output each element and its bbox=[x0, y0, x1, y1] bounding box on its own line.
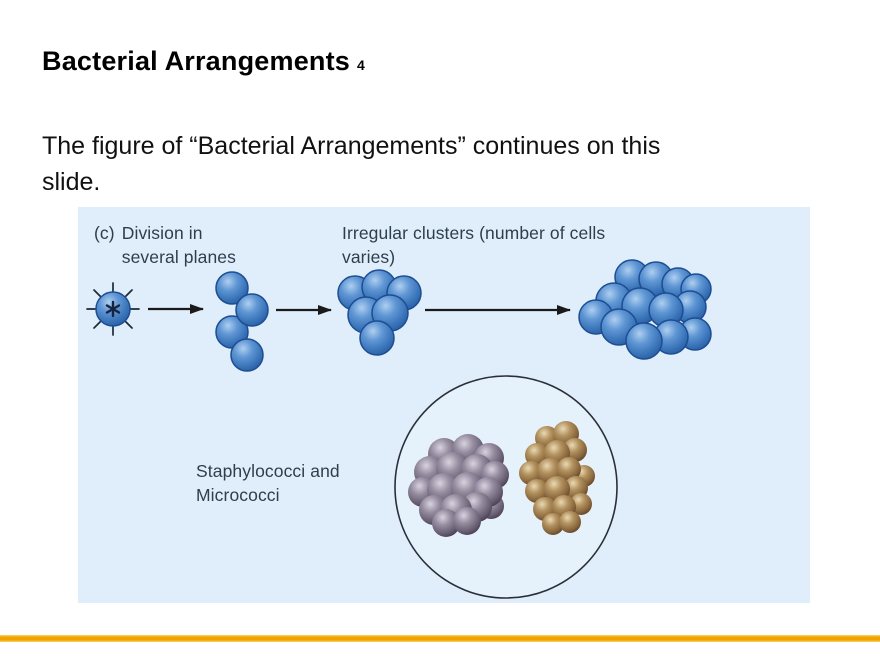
irregular-line-1: Irregular clusters (number of cells bbox=[342, 223, 606, 243]
bottom-accent-bar bbox=[0, 635, 880, 642]
figure-diagram bbox=[86, 259, 712, 599]
micrococci-brown-cluster-icon bbox=[519, 421, 595, 535]
six-cell-cluster-icon bbox=[337, 269, 422, 356]
staphylococci-label: Staphylococci and Micrococci bbox=[196, 459, 340, 507]
single-cell-with-spikes-icon bbox=[86, 282, 140, 336]
division-line-2: several planes bbox=[121, 247, 236, 267]
body-text: The figure of “Bacterial Arrangements” c… bbox=[42, 128, 660, 200]
large-cell-cluster-icon bbox=[578, 259, 712, 360]
body-line-2: slide. bbox=[42, 168, 101, 196]
irregular-line-2: varies) bbox=[342, 247, 396, 267]
figure-panel: (c) Division in several planes Irregular… bbox=[78, 207, 810, 603]
panel-letter: (c) bbox=[94, 223, 115, 243]
body-line-1: The figure of “Bacterial Arrangements” c… bbox=[42, 132, 661, 160]
staphylococci-purple-cluster-icon bbox=[408, 434, 509, 537]
irregular-clusters-label: Irregular clusters (number of cells vari… bbox=[342, 221, 605, 269]
page-title: Bacterial Arrangements 4 bbox=[42, 46, 365, 77]
four-cell-cluster-icon bbox=[215, 271, 269, 372]
title-text: Bacterial Arrangements bbox=[42, 46, 351, 76]
title-index: 4 bbox=[357, 57, 366, 73]
division-line-1: Division in bbox=[121, 223, 203, 243]
staph-line-1: Staphylococci and bbox=[196, 461, 340, 481]
division-label: (c) Division in several planes bbox=[94, 221, 236, 269]
staph-line-2: Micrococci bbox=[196, 485, 280, 505]
